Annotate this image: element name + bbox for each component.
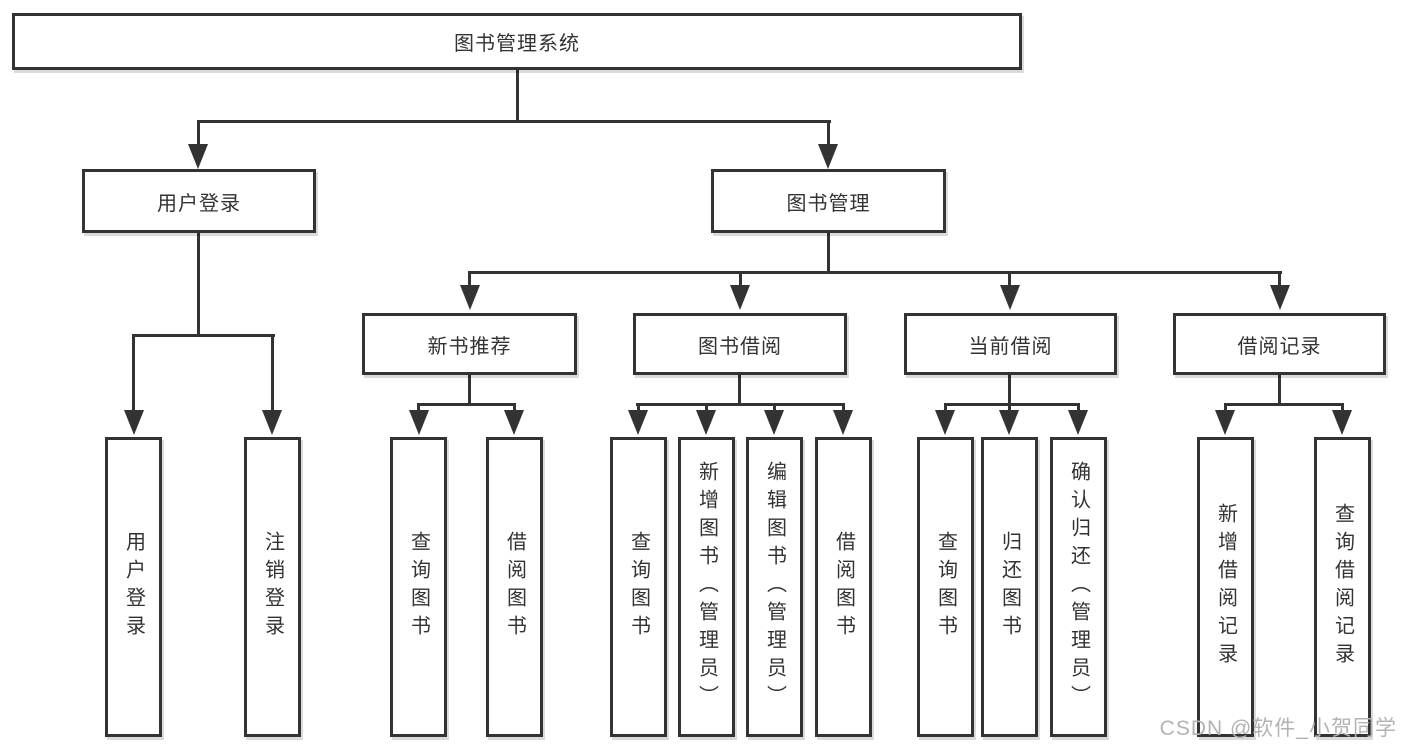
leaf-return-books: 归还图书	[981, 437, 1038, 737]
leaf-query-books-recommend: 查询图书	[390, 437, 447, 737]
connector-bookmgmt-drop	[827, 233, 830, 274]
connector-userlogin-hbar	[132, 334, 275, 337]
leaf-add-borrow-record-label: 新增借阅记录	[1214, 503, 1237, 671]
connector-arm	[739, 274, 742, 286]
leaf-query-books-current-label: 查询图书	[934, 531, 957, 643]
connector-userlogin-stem	[197, 123, 200, 147]
arrow-down-icon	[1215, 410, 1235, 435]
connector-arm	[1224, 406, 1227, 413]
leaf-logout-label: 注销登录	[261, 531, 284, 643]
connector-arm	[468, 274, 471, 286]
arrow-down-icon	[262, 410, 282, 435]
leaf-edit-books-admin-label: 编辑图书（管理员）	[763, 461, 786, 713]
arrow-down-icon	[460, 285, 480, 310]
arrow-down-icon	[628, 410, 648, 435]
connector-arm	[1341, 406, 1344, 413]
connector-arm	[1008, 406, 1011, 413]
leaf-borrow-books-recommend: 借阅图书	[486, 437, 543, 737]
connector-arm	[1278, 274, 1281, 286]
connector-arm	[1077, 406, 1080, 413]
arrow-down-icon	[1332, 410, 1352, 435]
leaf-return-books-label: 归还图书	[998, 531, 1021, 643]
leaf-borrow-books: 借阅图书	[815, 437, 872, 737]
connector-arm	[271, 337, 274, 411]
connector-arm	[637, 406, 640, 413]
arrow-down-icon	[833, 410, 853, 435]
connector-currentborrow-hbar	[944, 403, 1080, 406]
leaf-query-borrow-record: 查询借阅记录	[1314, 437, 1371, 737]
connector-arm	[944, 406, 947, 413]
connector-borrowrecords-hbar	[1224, 403, 1344, 406]
connector-arm	[132, 337, 135, 411]
connector-root-hbar	[197, 120, 831, 123]
leaf-logout: 注销登录	[244, 437, 301, 737]
node-book-management-label: 图书管理	[786, 192, 871, 215]
connector-userlogin-drop	[197, 233, 200, 337]
connector-arm	[842, 406, 845, 413]
arrow-down-icon	[1000, 285, 1020, 310]
node-book-borrow-label: 图书借阅	[698, 335, 782, 358]
leaf-edit-books-admin: 编辑图书（管理员）	[746, 437, 803, 737]
connector-arm	[773, 406, 776, 413]
arrow-down-icon	[1270, 285, 1290, 310]
node-user-login-label: 用户登录	[157, 192, 241, 215]
connector-bookmgmt-hbar	[468, 271, 1282, 274]
arrow-down-icon	[818, 144, 838, 169]
node-user-login: 用户登录	[82, 169, 316, 233]
connector-bookmgmt-stem	[827, 123, 830, 147]
node-new-book-recommend: 新书推荐	[362, 313, 577, 375]
connector-newbooks-drop	[468, 375, 471, 406]
leaf-borrow-books-label: 借阅图书	[832, 531, 855, 643]
arrow-down-icon	[935, 410, 955, 435]
arrow-down-icon	[1068, 410, 1088, 435]
leaf-query-books-recommend-label: 查询图书	[407, 531, 430, 643]
connector-arm	[513, 406, 516, 413]
node-new-book-recommend-label: 新书推荐	[427, 335, 512, 358]
node-root: 图书管理系统	[12, 13, 1022, 70]
node-book-borrow: 图书借阅	[633, 313, 847, 375]
connector-arm	[705, 406, 708, 413]
leaf-query-books-borrow-label: 查询图书	[627, 531, 650, 643]
leaf-query-borrow-record-label: 查询借阅记录	[1331, 503, 1354, 671]
leaf-query-books-current: 查询图书	[917, 437, 974, 737]
node-borrow-records-label: 借阅记录	[1237, 335, 1322, 358]
leaf-confirm-return-admin: 确认归还（管理员）	[1050, 437, 1107, 737]
leaf-add-books-admin-label: 新增图书（管理员）	[695, 461, 718, 713]
node-current-borrow: 当前借阅	[904, 313, 1117, 375]
connector-arm	[417, 406, 420, 413]
node-current-borrow-label: 当前借阅	[968, 335, 1053, 358]
connector-newbooks-hbar	[417, 403, 516, 406]
leaf-add-borrow-record: 新增借阅记录	[1197, 437, 1254, 737]
arrow-down-icon	[999, 410, 1019, 435]
connector-borrowrecords-drop	[1278, 375, 1281, 406]
connector-bookborrow-drop	[738, 375, 741, 406]
arrow-down-icon	[696, 410, 716, 435]
connector-arm	[1008, 274, 1011, 286]
leaf-query-books-borrow: 查询图书	[610, 437, 667, 737]
arrow-down-icon	[764, 410, 784, 435]
leaf-add-books-admin: 新增图书（管理员）	[678, 437, 735, 737]
connector-currentborrow-drop	[1008, 375, 1011, 406]
connector-bookborrow-hbar	[636, 403, 845, 406]
leaf-user-login: 用户登录	[105, 437, 162, 737]
arrow-down-icon	[504, 410, 524, 435]
node-book-management: 图书管理	[711, 169, 946, 233]
arrow-down-icon	[730, 285, 750, 310]
node-root-label: 图书管理系统	[454, 33, 580, 55]
arrow-down-icon	[124, 410, 144, 435]
leaf-user-login-label: 用户登录	[122, 531, 145, 643]
csdn-watermark: CSDN @软件_小贺同学	[1159, 717, 1397, 740]
arrow-down-icon	[409, 410, 429, 435]
arrow-down-icon	[188, 144, 208, 169]
connector-root-stem	[516, 70, 519, 123]
node-borrow-records: 借阅记录	[1173, 313, 1386, 375]
leaf-confirm-return-admin-label: 确认归还（管理员）	[1067, 461, 1090, 713]
leaf-borrow-books-recommend-label: 借阅图书	[503, 531, 526, 643]
